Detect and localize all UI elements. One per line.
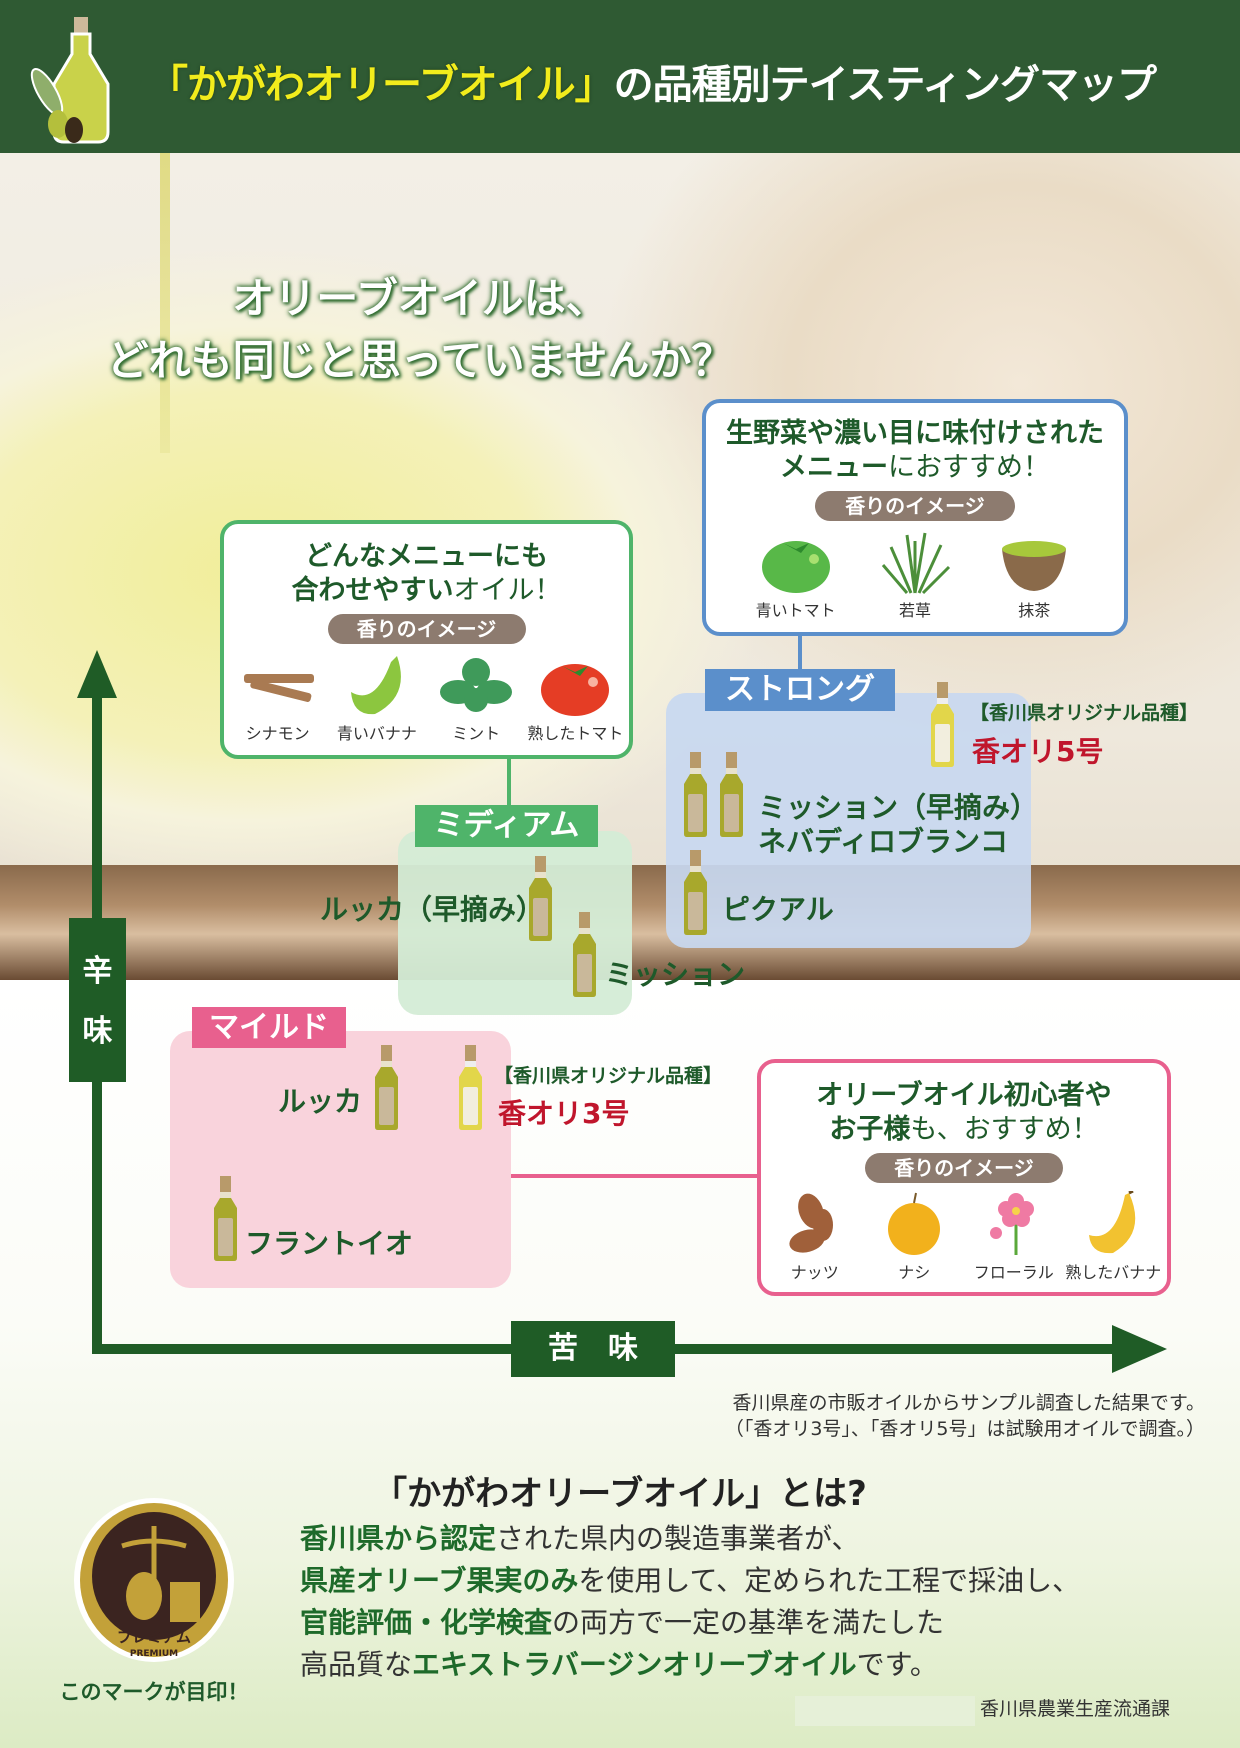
young-grass-icon (881, 532, 951, 595)
aroma-label: 香りのイメージ (865, 1153, 1063, 1183)
headline: オリーブオイルは、 どれも同じと思っていませんか？ (106, 274, 734, 385)
green-tomato-icon (761, 541, 830, 593)
page-title: 「かがわオリーブオイル」の品種別テイスティングマップ (148, 62, 1157, 108)
oil-bottle-icon (684, 752, 707, 837)
spiciness-label: 辛味 (69, 918, 126, 1082)
survey-note: 香川県産の市販オイルからサンプル調査した結果です。（「香オリ3号」、「香オリ5号… (724, 1392, 1205, 1440)
green-banana-icon (350, 656, 401, 715)
mint-icon (440, 658, 513, 712)
pear-icon (888, 1192, 941, 1255)
about-text: 香川県から認定された県内の製造事業者が、 県産オリーブ果実のみを使用して、定めら… (300, 1522, 1081, 1681)
oil-bottle-icon (684, 850, 707, 935)
aroma-label: 香りのイメージ (327, 614, 526, 644)
svg-text:プレミアム: プレミアム (117, 1628, 191, 1646)
department-name: 香川県農業生産流通課 (980, 1698, 1171, 1720)
header-banner: 「かがわオリーブオイル」の品種別テイスティングマップ (0, 0, 1240, 153)
oil-bottle-icon (720, 752, 743, 837)
arrow-up-icon (77, 650, 117, 698)
strong-aroma-box: 生野菜や濃い目に味付けされたメニューにおすすめ！ 香りのイメージ 青いトマト 若… (702, 399, 1128, 636)
medium-aroma-box: どんなメニューにも合わせやすいオイル！ 香りのイメージ シナモン 青いバナナ ミ… (220, 520, 633, 759)
oil-bottle-icon (931, 682, 954, 767)
kaori-3-label: 香オリ3号 (498, 1097, 630, 1130)
oil-bottle-icon (459, 1045, 482, 1130)
about-title: 「かがわオリーブオイル」とは? (373, 1474, 867, 1514)
oil-bottle-icon (214, 1176, 237, 1261)
nuts-icon (789, 1193, 833, 1253)
matcha-bowl-icon (1002, 541, 1067, 591)
mark-caption: このマークが目印！ (59, 1680, 249, 1704)
ripe-banana-icon (1089, 1191, 1136, 1254)
oil-stream (160, 153, 170, 453)
strong-tag: ストロング (705, 669, 895, 711)
svg-text:PREMIUM: PREMIUM (130, 1649, 178, 1659)
mild-connector (511, 1174, 761, 1178)
premium-seal-logo: プレミアム PREMIUM (74, 1498, 234, 1662)
oil-bottle-icon (573, 912, 596, 997)
mild-tag: マイルド (192, 1007, 346, 1048)
oil-bottle-icon (375, 1045, 398, 1130)
flower-icon (989, 1193, 1034, 1255)
olive-oil-jug-icon (30, 17, 110, 144)
blank-area (795, 1696, 975, 1726)
strong-connector (798, 636, 802, 672)
aroma-label: 香りのイメージ (815, 491, 1015, 521)
arrow-right-icon (1112, 1325, 1167, 1373)
bitterness-label: 苦 味 (511, 1321, 675, 1377)
medium-tag: ミディアム (415, 805, 598, 847)
kaori-5-label: 香オリ5号 (972, 735, 1104, 768)
mild-aroma-box: オリーブオイル初心者やお子様も、おすすめ！ 香りのイメージ ナッツ ナシ フロー… (757, 1059, 1171, 1296)
medium-connector (507, 759, 511, 807)
cinnamon-icon (243, 674, 314, 702)
ripe-tomato-icon (541, 664, 610, 716)
